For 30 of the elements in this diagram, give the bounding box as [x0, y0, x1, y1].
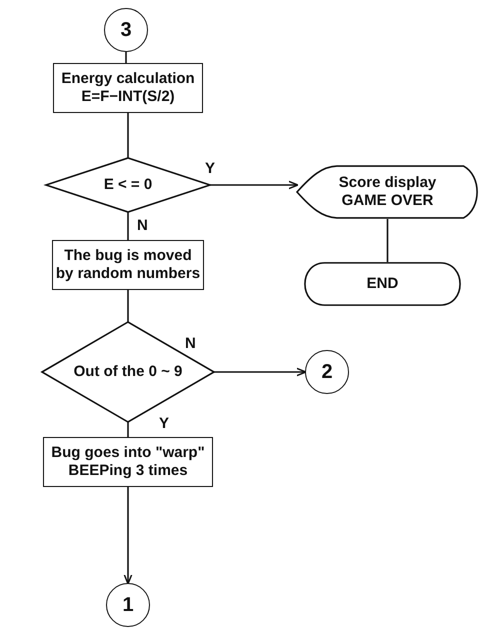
connector-circle	[106, 583, 150, 627]
connector-number: 1	[121, 593, 135, 617]
node-text: E < = 0	[102, 176, 154, 194]
arrow	[210, 180, 299, 190]
edge-label: N	[184, 336, 197, 351]
node-text: Bug goes into "warp" BEEPing 3 times	[50, 444, 206, 480]
process-box	[43, 437, 213, 487]
connector-line	[127, 290, 129, 322]
connector-line	[125, 52, 127, 63]
connector-line	[127, 212, 129, 240]
edge-label: Y	[158, 416, 170, 431]
node-text: Out of the 0 ~ 9	[72, 363, 184, 381]
connector-circle	[104, 8, 148, 52]
arrow	[214, 368, 307, 376]
connector-number: 2	[320, 360, 334, 384]
display-shape	[297, 165, 478, 219]
node-text: The bug is moved by random numbers	[54, 247, 202, 283]
node-text: Score display GAME OVER	[338, 174, 438, 210]
connector-line	[127, 422, 129, 437]
connector-line	[127, 113, 129, 158]
edge-label: Y	[204, 161, 216, 176]
edge-label: N	[136, 218, 149, 233]
process-box	[52, 240, 204, 290]
connector-line	[386, 219, 388, 262]
arrow	[124, 487, 132, 585]
process-box	[53, 63, 203, 113]
node-text: Energy calculation E=F−INT(S/2)	[60, 70, 196, 106]
node-text: END	[366, 275, 400, 293]
connector-circle	[305, 350, 349, 394]
connector-number: 3	[119, 18, 133, 42]
